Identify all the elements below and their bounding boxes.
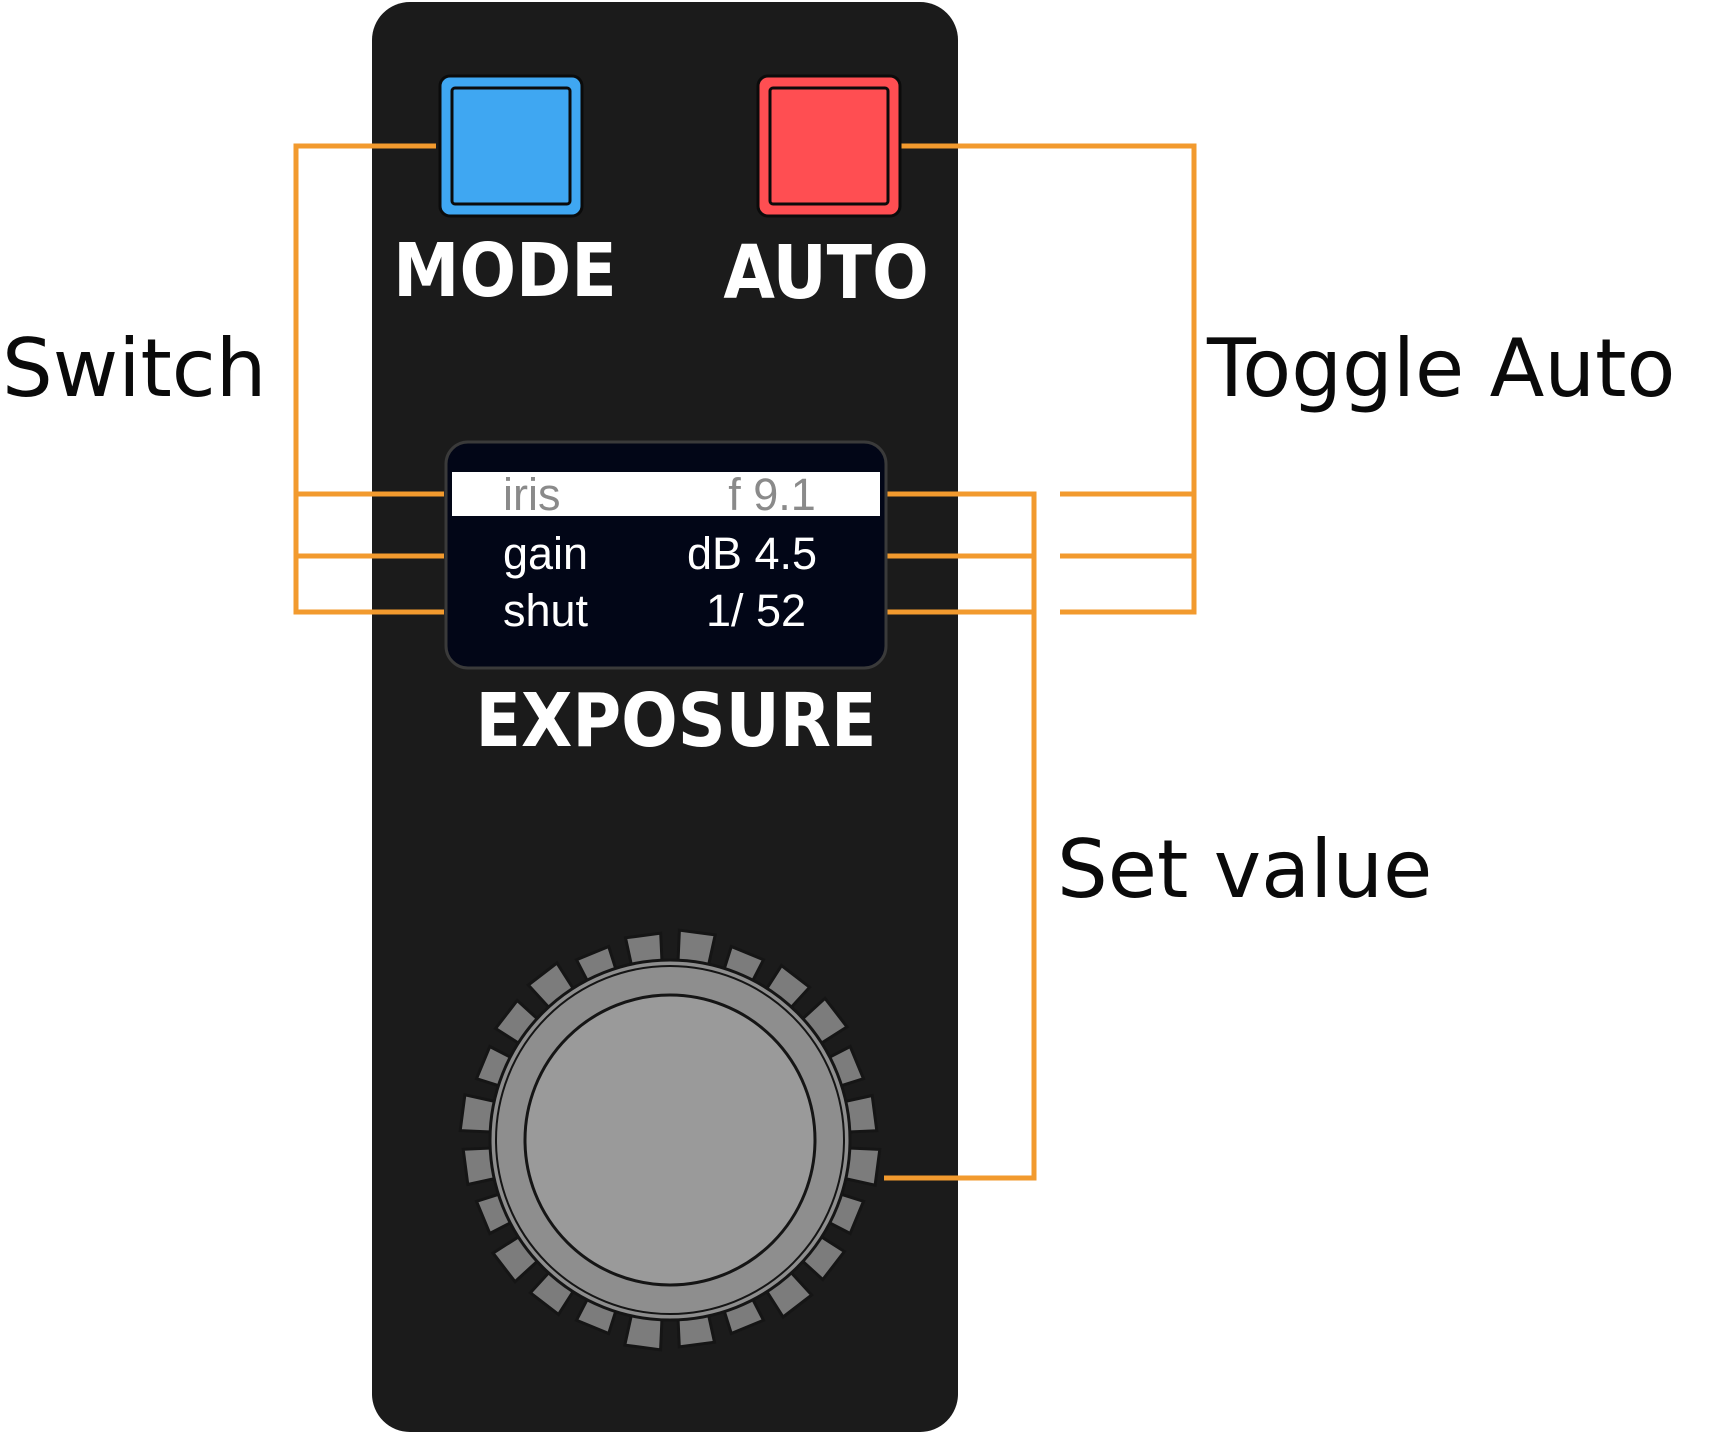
display-row-name[interactable]: gain [503, 528, 588, 579]
display-row-value[interactable]: f 9.1 [728, 469, 816, 520]
callout-set-value: Set value [1057, 823, 1432, 916]
exposure-display: iris f 9.1 gain dB 4.5 shut 1/ 52 [444, 440, 888, 670]
callout-toggle-auto: Toggle Auto [1206, 322, 1675, 415]
connector-knob-bracket [884, 491, 1037, 1181]
auto-button[interactable] [756, 74, 902, 218]
callout-switch: Switch [2, 322, 267, 415]
auto-label: AUTO [723, 230, 928, 316]
connector-mode-bracket [293, 143, 444, 615]
display-row-value[interactable]: dB 4.5 [687, 528, 817, 579]
connector-auto-bracket [898, 143, 1197, 615]
display-row-name[interactable]: iris [503, 469, 560, 520]
exposure-label: EXPOSURE [476, 678, 877, 764]
display-row-value[interactable]: 1/ 52 [706, 585, 806, 636]
mode-label: MODE [393, 228, 617, 314]
display-row-name[interactable]: shut [503, 585, 589, 636]
selected-row-highlight [452, 472, 880, 516]
knob-rim [495, 965, 845, 1315]
knob-cap [523, 993, 817, 1287]
connector-lines [293, 143, 1197, 1181]
value-knob[interactable] [458, 928, 882, 1352]
mode-button[interactable] [438, 74, 584, 218]
